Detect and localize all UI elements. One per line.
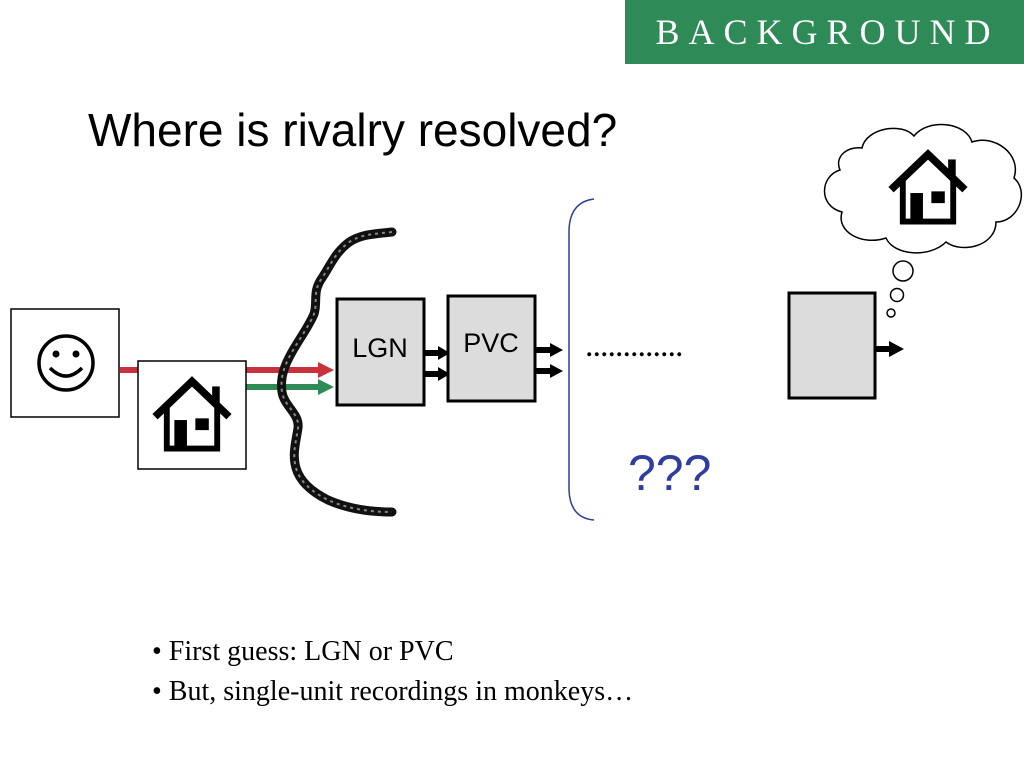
final-stage-box — [787, 291, 877, 400]
unknown-stages-bracket — [568, 198, 595, 521]
section-label: BACKGROUND — [655, 12, 1000, 52]
bullet-list: • First guess: LGN or PVC • But, single-… — [152, 632, 633, 712]
lgn-box: LGN — [335, 297, 426, 407]
house-stimulus — [137, 360, 247, 470]
unknown-label: ??? — [628, 445, 711, 501]
thought-bubble — [823, 123, 1023, 318]
green-input-arrowhead — [318, 379, 334, 395]
section-badge: BACKGROUND — [625, 0, 1024, 64]
smiley-face-icon — [37, 334, 95, 392]
bullet-item: • First guess: LGN or PVC — [152, 636, 454, 667]
smiley-stimulus — [10, 308, 120, 418]
head-profile-outline — [277, 227, 397, 517]
slide-title: Where is rivalry resolved? — [88, 104, 618, 156]
pvc-label: PVC — [463, 328, 519, 358]
lgn-label: LGN — [352, 333, 408, 363]
bullet-item: • But, single-unit recordings in monkeys… — [152, 676, 634, 707]
processing-ellipsis: ............. — [585, 327, 683, 364]
red-input-arrowhead — [318, 362, 334, 378]
pvc-box: PVC — [446, 294, 537, 403]
